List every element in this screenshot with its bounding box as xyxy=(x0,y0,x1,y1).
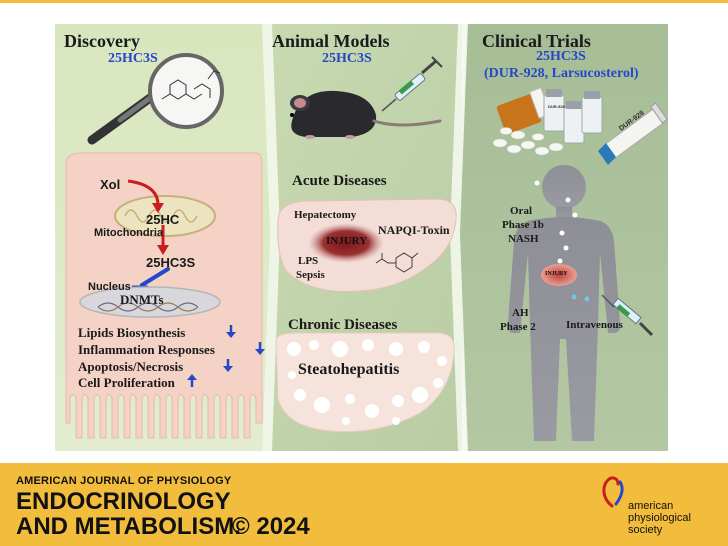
silhouette-dots xyxy=(534,180,578,264)
injury-spot xyxy=(308,223,384,263)
xol-label: Xol xyxy=(100,177,121,192)
clinical-injury-label: INJURY xyxy=(545,271,568,277)
ah-label: AH xyxy=(512,307,529,319)
lps-label: LPS xyxy=(298,255,319,267)
copyright-year: © 2024 xyxy=(232,513,310,540)
journal-name-line1: AMERICAN JOURNAL OF PHYSIOLOGY xyxy=(16,475,232,487)
pill-bottle-icon xyxy=(492,87,564,156)
sepsis-label: Sepsis xyxy=(296,269,325,281)
mouse-illustration xyxy=(290,90,442,139)
ointment-tube-icon xyxy=(598,102,668,165)
phase2-label: Phase 2 xyxy=(500,321,536,333)
acute-diseases-heading: Acute Diseases xyxy=(292,173,387,189)
mitochondria-organelle xyxy=(114,195,216,237)
animal-compound: 25HC3S xyxy=(322,51,372,66)
clinical-title: Clinical Trials xyxy=(482,31,591,51)
nucleus-label: Nucleus xyxy=(88,281,131,293)
mitochondria-label: Mitochondria xyxy=(94,227,164,239)
figure-canvas xyxy=(55,24,668,451)
syringe-icon xyxy=(381,56,443,112)
vials-icon xyxy=(543,89,603,144)
effect-apoptosis: Apoptosis/Necrosis xyxy=(78,359,184,374)
proliferation-up-arrow xyxy=(187,374,197,387)
infusion-dots xyxy=(571,294,590,302)
oral-label: Oral xyxy=(510,205,532,217)
aps-wordmark: american physiological society xyxy=(628,500,691,536)
nash-label: NASH xyxy=(508,233,539,245)
magnifier-icon xyxy=(87,53,224,145)
25hc-label: 25HC xyxy=(146,212,180,227)
xol-arrow xyxy=(127,179,160,206)
25hc3s-label: 25HC3S xyxy=(146,255,196,270)
iv-syringe-icon xyxy=(601,294,654,337)
effect-lipids: Lipids Biosynthesis xyxy=(78,325,186,340)
top-accent-bar xyxy=(0,0,728,3)
divider-1 xyxy=(262,24,280,451)
liver-injury-icon xyxy=(541,264,577,286)
aps-logo-icon xyxy=(602,476,624,508)
dnmts-label: DNMTs xyxy=(120,292,164,307)
napqi-label: NAPQI-Toxin xyxy=(378,223,450,237)
phase1b-label: Phase 1b xyxy=(502,219,544,231)
effect-proliferation: Cell Proliferation xyxy=(78,375,175,390)
apoptosis-down-arrow xyxy=(223,359,233,372)
discovery-compound: 25HC3S xyxy=(108,51,158,66)
journal-footer xyxy=(0,463,728,546)
napqi-structure xyxy=(375,252,419,273)
animal-title: Animal Models xyxy=(272,31,390,51)
effect-inflammation: Inflammation Responses xyxy=(78,342,215,357)
animal-injury-label: INJURY xyxy=(326,235,368,247)
divider-2 xyxy=(450,24,468,451)
journal-name-line3: AND METABOLISM. xyxy=(16,513,241,540)
clinical-names: (DUR-928, Larsucosterol) xyxy=(484,66,639,81)
steatohepatitis-label: Steatohepatitis xyxy=(298,361,400,378)
aps-line2: physiological xyxy=(628,512,691,524)
hepatectomy-label: Hepatectomy xyxy=(294,209,357,221)
clinical-compound: 25HC3S xyxy=(536,49,586,64)
lipids-down-arrow xyxy=(226,325,236,338)
intravenous-label: Intravenous xyxy=(566,319,623,331)
fat-droplets xyxy=(287,339,447,425)
vial-label: DUR-928 xyxy=(548,104,565,109)
aps-line3: society xyxy=(628,524,663,536)
human-silhouette xyxy=(507,165,621,441)
inflammation-down-arrow xyxy=(255,342,265,355)
graphical-abstract: Discovery 25HC3S Xol 25HC Mitochondria 2… xyxy=(0,3,728,463)
inhibition-line xyxy=(140,267,170,287)
journal-name-line2: ENDOCRINOLOGY xyxy=(16,488,231,515)
discovery-title: Discovery xyxy=(64,31,140,51)
chronic-diseases-heading: Chronic Diseases xyxy=(288,317,398,333)
aps-line1: american xyxy=(628,500,674,512)
